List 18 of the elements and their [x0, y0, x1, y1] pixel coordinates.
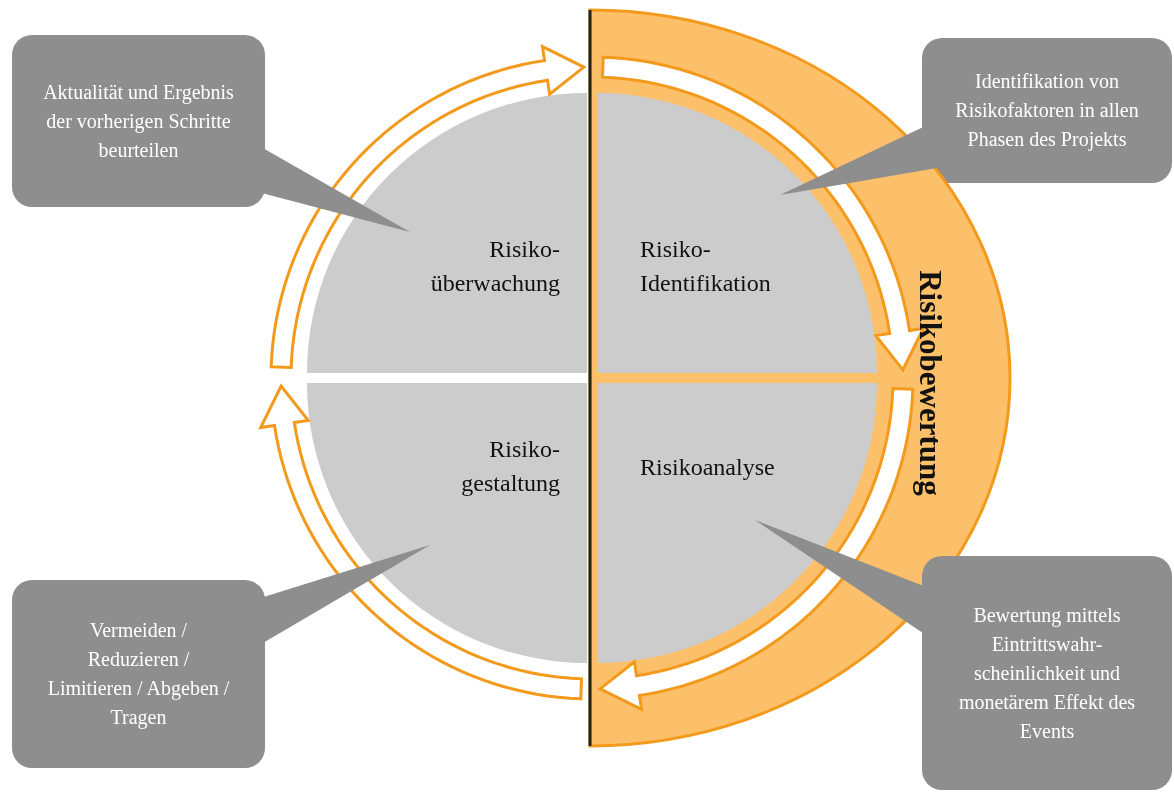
- segment-label: Risikoanalyse: [640, 453, 776, 482]
- band-label: Risikobewertung: [912, 269, 948, 498]
- callout-box: [922, 38, 1172, 183]
- segment-label: Risiko- überwachung: [429, 235, 560, 298]
- callout-text: Identifikation von Risikofaktoren in allen Phasen des Projekts: [954, 69, 1140, 153]
- block-arrow: [269, 44, 587, 370]
- callout-text: Aktualität und Ergebnis der vorherigen Schritte beurteilen: [42, 79, 235, 163]
- callout-text: Bewertung mittels Eintrittswahr- scheinlichkeit und monetärem Effekt des Events: [957, 602, 1137, 744]
- callout-text: Vermeiden / Reduzieren / Limitieren / Abgeben / Tragen: [46, 618, 231, 731]
- callout-pointer: [780, 125, 939, 195]
- segment-label: Risiko- Identifikation: [640, 235, 772, 298]
- block-arrow: [258, 383, 584, 701]
- segment-label: Risiko- gestaltung: [460, 435, 560, 498]
- block-arrow: [597, 386, 915, 712]
- block-arrow: [600, 55, 926, 373]
- callout-box: [12, 580, 265, 768]
- callout-box: [922, 556, 1172, 790]
- callout-box: [12, 35, 265, 207]
